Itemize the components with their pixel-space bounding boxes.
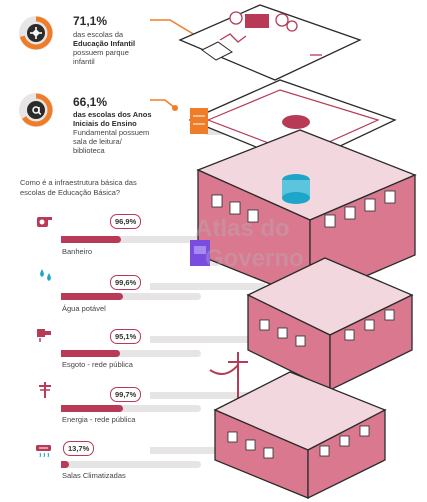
question-line-2: escolas de Educação Básica? — [20, 187, 121, 197]
toilet-paper-icon — [35, 213, 53, 231]
bar-fill-agua — [61, 293, 123, 300]
playground-floor — [178, 4, 362, 81]
sewage-pipe-icon — [35, 325, 53, 343]
connector-line — [150, 99, 176, 109]
stat-line: infantil — [73, 57, 95, 66]
stat-circle-library — [19, 93, 53, 127]
stat-line: possuem parque — [73, 48, 129, 57]
stat-line: das escolas da — [73, 30, 124, 39]
stat-text-playground: das escolas da Educação Infantil possuem… — [73, 30, 183, 66]
bar-fill-banheiro — [61, 236, 121, 243]
school-building-illustration — [150, 4, 417, 500]
water-drops-icon — [37, 266, 55, 284]
air-conditioner-icon — [35, 442, 53, 460]
row-label-esgoto: Esgoto - rede pública — [62, 360, 133, 369]
playground-icon — [30, 27, 42, 39]
stat-circle-playground — [19, 16, 53, 50]
bar-track-agua — [61, 293, 201, 300]
bar-fill-climatizadas — [61, 461, 69, 468]
building-block-3 — [213, 371, 387, 500]
bar-track-banheiro — [61, 236, 201, 243]
gray-bar — [150, 336, 300, 343]
bar-fill-energia — [61, 405, 123, 412]
bar-track-energia — [61, 405, 201, 412]
value-badge-esgoto: 95,1% — [110, 329, 142, 344]
bar-track-climatizadas — [61, 461, 201, 468]
library-icon — [32, 106, 42, 115]
stat-text-library: das escolas dos Anos Iniciais do Ensino … — [73, 110, 183, 155]
stat-line: Fundamental possuem — [73, 128, 150, 137]
power-pole-icon — [36, 381, 54, 399]
gray-bar — [150, 392, 280, 399]
library-floor — [188, 79, 397, 166]
stat-line: Iniciais do Ensino — [73, 119, 137, 128]
value-badge-banheiro: 96,9% — [110, 214, 142, 229]
playground-progress-ring — [19, 16, 53, 50]
stat-line: sala de leitura/ — [73, 137, 122, 146]
gray-bar — [150, 447, 230, 454]
stat-line: biblioteca — [73, 146, 105, 155]
stat-percent-library: 66,1% — [73, 95, 108, 109]
watermark-line-1: Atlas do — [195, 215, 290, 242]
stat-line: das escolas dos Anos — [73, 110, 152, 119]
value-badge-energia: 99,7% — [110, 387, 142, 402]
value-badge-climatizadas: 13,7% — [63, 441, 95, 456]
value-badge-agua: 99,6% — [110, 275, 142, 290]
building-block-2 — [246, 257, 414, 392]
row-label-agua: Água potável — [62, 304, 106, 313]
library-progress-ring — [19, 93, 53, 127]
row-label-banheiro: Banheiro — [62, 247, 93, 256]
infrastructure-question: Como é a infraestrutura básica das escol… — [20, 178, 160, 197]
connector-dot — [172, 105, 178, 111]
bar-track-esgoto — [61, 350, 201, 357]
stat-percent-playground: 71,1% — [73, 14, 108, 28]
watermark-line-2: Governo — [205, 245, 304, 272]
stat-line: Educação Infantil — [73, 39, 136, 48]
question-line-1: Como é a infraestrutura básica das — [20, 178, 137, 187]
row-label-energia: Energia - rede pública — [62, 415, 136, 424]
bar-fill-esgoto — [61, 350, 120, 357]
gray-bar — [150, 283, 265, 290]
row-label-climatizadas: Salas Climatizadas — [62, 471, 126, 480]
